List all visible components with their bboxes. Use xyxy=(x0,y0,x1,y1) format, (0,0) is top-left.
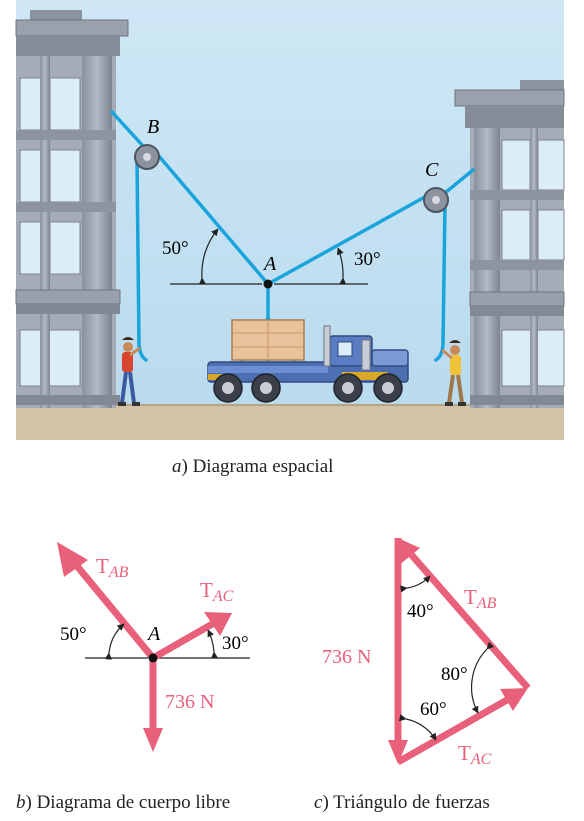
caption-a: a) Diagrama espacial xyxy=(172,456,333,477)
force-triangle: TAB TAC 736 N 40° 80° 60° xyxy=(322,538,531,768)
fbd-tab-arrow xyxy=(57,542,156,661)
caption-c: c) Triángulo de fuerzas xyxy=(314,792,490,813)
free-body-diagram: TAB TAC 50° A 30° 736 N xyxy=(57,542,250,752)
angle-ac-label: 30° xyxy=(354,249,381,270)
fbd-point-label: A xyxy=(146,623,161,645)
fbd-angle-ab: 50° xyxy=(60,624,87,645)
pulley-c xyxy=(423,187,449,213)
pulley-b xyxy=(134,144,160,170)
triangle-weight-arrow xyxy=(388,538,408,764)
point-a-dot xyxy=(263,279,273,289)
worker-right xyxy=(441,340,466,406)
triangle-tac-label: TAC xyxy=(458,741,492,768)
point-a-label: A xyxy=(262,253,277,275)
point-b-label: B xyxy=(147,116,159,138)
triangle-tac-arrow xyxy=(396,688,528,766)
crate xyxy=(231,319,305,361)
fbd-angle-ac: 30° xyxy=(222,633,249,654)
triangle-angle-top: 40° xyxy=(407,601,434,622)
left-building xyxy=(15,10,129,408)
fbd-weight-arrow xyxy=(143,658,163,752)
triangle-tab-arrow xyxy=(398,538,531,691)
angle-ab-label: 50° xyxy=(162,238,189,259)
fbd-point-dot xyxy=(148,653,158,663)
ground xyxy=(16,405,564,440)
triangle-weight-label: 736 N xyxy=(322,646,371,668)
truck xyxy=(207,325,409,403)
right-building xyxy=(454,80,565,408)
triangle-tab-label: TAB xyxy=(464,585,497,612)
fbd-tac-label: TAC xyxy=(200,578,234,605)
caption-b: b) Diagrama de cuerpo libre xyxy=(16,792,230,813)
fbd-tab-label: TAB xyxy=(96,554,129,581)
space-diagram: B C A 50° 30° xyxy=(15,0,565,440)
fbd-tac-arrow xyxy=(151,612,232,662)
triangle-angle-bottom: 60° xyxy=(420,699,447,720)
triangle-angle-right: 80° xyxy=(441,664,468,685)
worker-left xyxy=(118,337,141,406)
fbd-weight-label: 736 N xyxy=(165,691,214,713)
point-c-label: C xyxy=(425,159,439,181)
